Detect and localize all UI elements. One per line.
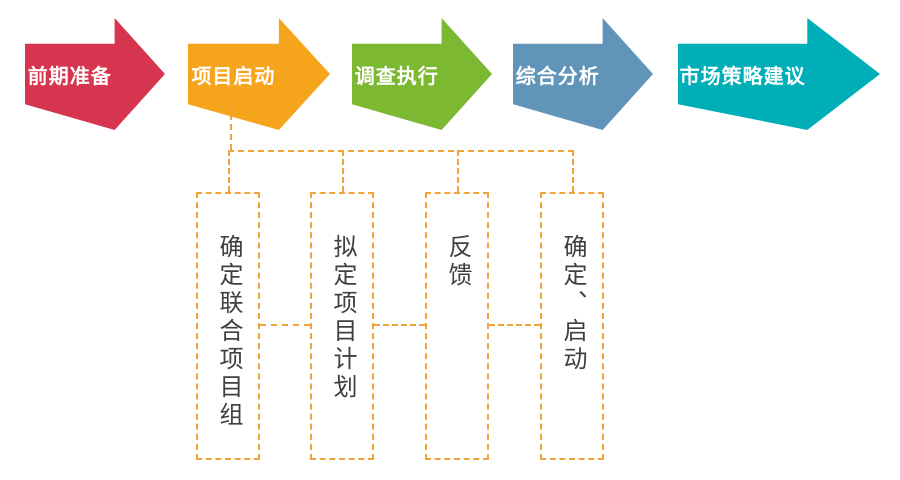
connector-box1-box2 — [260, 324, 310, 326]
arrow-preparation: 前期准备 — [25, 18, 165, 130]
arrow-project-launch-label: 项目启动 — [191, 65, 276, 88]
connector-drop-box-1 — [228, 150, 230, 192]
box-confirm-launch: 确定、启动 — [540, 192, 604, 460]
connector-drop-box-2 — [342, 150, 344, 192]
connector-horizontal-spine — [228, 150, 574, 152]
connector-box3-box4 — [489, 324, 540, 326]
arrow-comprehensive-analysis-label: 综合分析 — [515, 65, 600, 88]
connector-drop-box-4 — [572, 150, 574, 192]
box-project-plan-label: 拟定项目计划 — [329, 234, 356, 402]
box-joint-project-team: 确定联合项目组 — [196, 192, 260, 460]
box-feedback: 反馈 — [425, 192, 489, 460]
arrow-survey-execution-label: 调查执行 — [354, 65, 439, 88]
arrow-market-strategy-label: 市场策略建议 — [679, 65, 806, 88]
box-joint-project-team-label: 确定联合项目组 — [215, 234, 242, 430]
box-project-plan: 拟定项目计划 — [310, 192, 374, 460]
box-confirm-launch-label: 确定、启动 — [559, 234, 586, 374]
connector-drop-box-3 — [457, 150, 459, 192]
arrow-project-launch: 项目启动 — [188, 18, 330, 130]
connector-drop-from-arrow — [230, 104, 232, 150]
connector-box2-box3 — [374, 324, 425, 326]
arrow-survey-execution: 调查执行 — [352, 18, 492, 130]
arrow-market-strategy: 市场策略建议 — [678, 18, 880, 130]
arrow-preparation-label: 前期准备 — [27, 65, 112, 88]
arrow-comprehensive-analysis: 综合分析 — [513, 18, 653, 130]
box-feedback-label: 反馈 — [444, 234, 471, 290]
